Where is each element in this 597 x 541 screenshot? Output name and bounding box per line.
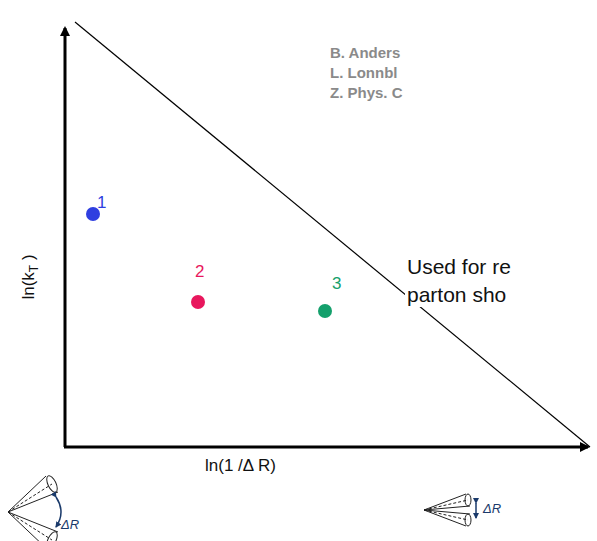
axis-label: T (27, 265, 41, 272)
axis-label-group: ln(kT ) (19, 254, 41, 299)
reference-text: Z. Phys. C (330, 84, 403, 101)
note-text: parton sho (405, 283, 508, 307)
reference-text: B. Anders (330, 44, 400, 61)
note-text: Used for re (405, 255, 513, 279)
axis-label: ln(k (19, 272, 38, 299)
callout-number: 2 (195, 262, 204, 282)
y-axis (64, 28, 67, 447)
reference-text: L. Lonnbl (330, 64, 397, 81)
callout-number: 3 (332, 274, 341, 294)
axis-label: ln(1 /Δ R) (205, 456, 276, 476)
wide-cone-icon (8, 474, 61, 541)
delta-r-label: ΔR (61, 518, 79, 533)
emission-dot (191, 295, 205, 309)
kinematic-limit-line (75, 22, 590, 447)
delta-r-label: ΔR (483, 502, 501, 517)
x-axis (64, 446, 588, 449)
emission-dot (318, 304, 332, 318)
axis-label: ) (19, 254, 38, 264)
callout-number: 1 (97, 193, 106, 213)
narrow-cone-icon (424, 494, 476, 526)
